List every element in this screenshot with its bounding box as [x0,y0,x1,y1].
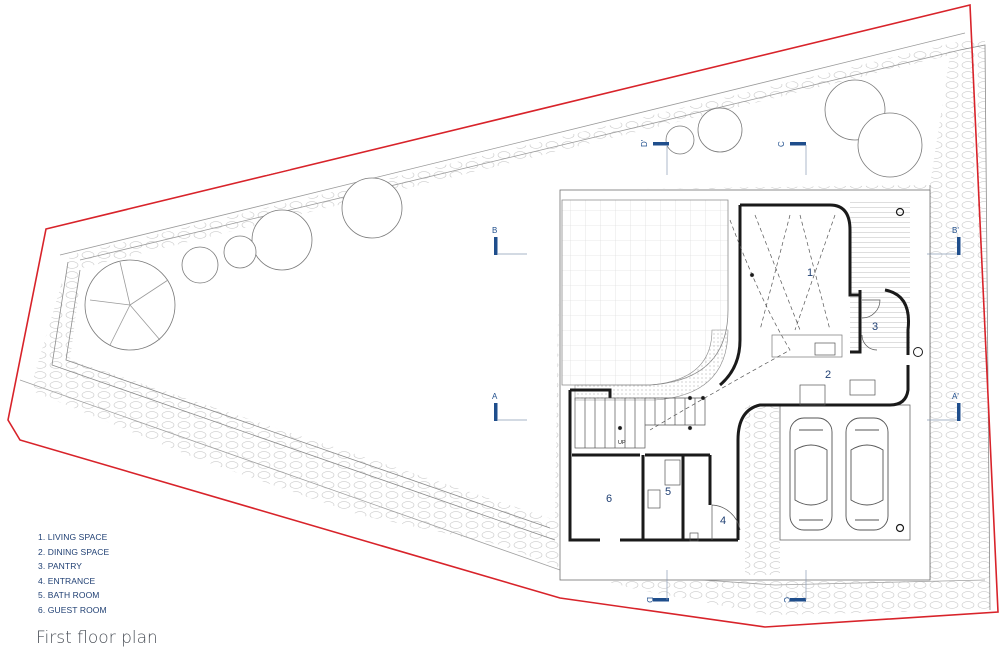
section-label-b-prime: B' [952,226,959,235]
section-marker-c-bottom: C [782,570,807,603]
legend-item-living-space: 1. LIVING SPACE [38,532,108,542]
property-boundary [7,3,999,628]
legend-item-bath-room: 5. BATH ROOM [38,590,100,601]
section-label-d: D [645,597,654,603]
section-marker-d-prime: D' [640,139,669,175]
legend-item-entrance: 4. ENTRANCE [38,575,96,586]
room-legend: 1. LIVING SPACE 2. DINING SPACE 3. PANTR… [38,530,109,618]
legend-item-guest-room: 6. GUEST ROOM [38,604,107,615]
car-left [789,417,833,531]
section-label-c-bottom: C [782,597,791,603]
legend-item-dining-space: 2. DINING SPACE [38,546,110,557]
room-number-6: 6 [606,493,612,505]
stair-up-label: UP [618,440,626,446]
car-right [845,417,889,531]
interior-details [574,207,923,542]
section-marker-a-prime: A' [927,392,961,421]
legend-item-pantry: 3. PANTRY [38,561,83,572]
section-markers: B B' A A' D D' C [492,139,961,603]
section-label-b: B [492,226,497,235]
room-number-3: 3 [872,321,878,333]
room-number-2: 2 [825,369,831,381]
section-marker-b-prime: B' [927,226,961,255]
room-number-4: 4 [720,515,726,527]
room-number-1: 1 [807,267,813,279]
section-label-c-top: C [777,141,786,147]
section-marker-a: A [492,392,527,421]
section-label-a: A [492,392,498,401]
boundary-gaps [224,53,996,514]
section-marker-b: B [492,226,527,255]
drawing-caption: First floor plan [36,628,158,648]
room-numbers: 1 2 3 4 5 6 [606,267,878,527]
room-number-5: 5 [665,486,671,498]
section-marker-c-top: C [777,141,807,175]
section-label-a-prime: A' [952,392,959,401]
section-label-d-prime: D' [640,139,649,147]
section-marker-d: D [645,570,669,603]
